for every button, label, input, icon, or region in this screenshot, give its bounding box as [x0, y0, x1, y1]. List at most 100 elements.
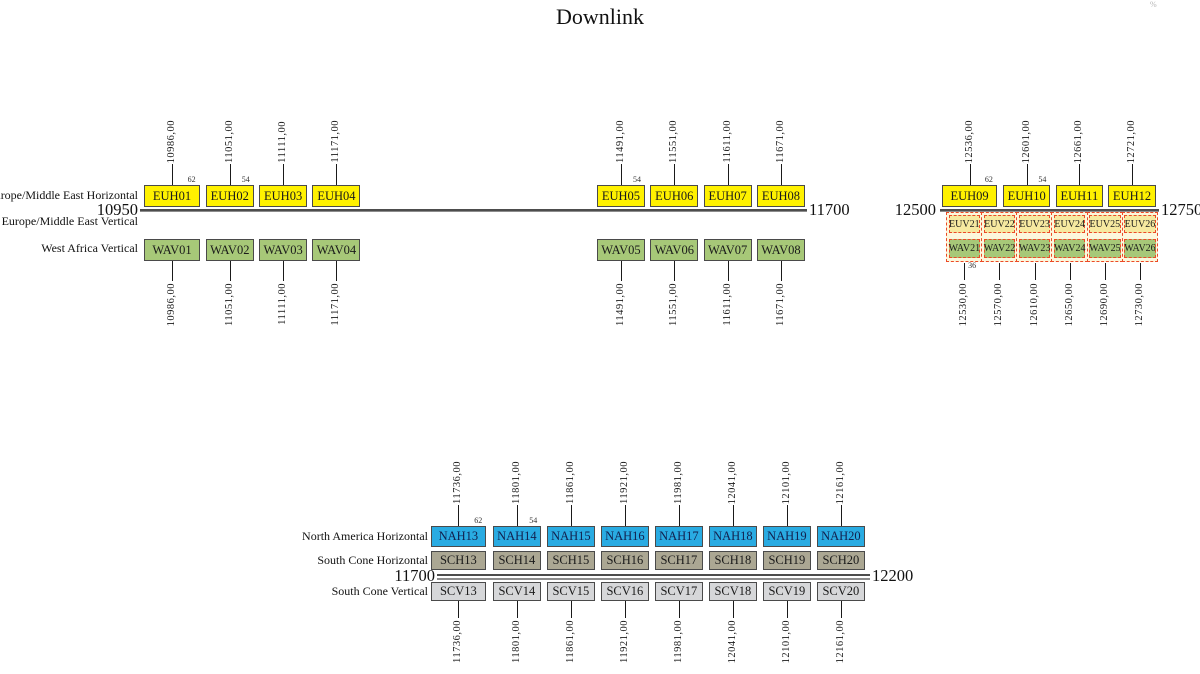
row-label-europe-middle-east-vertical: Europe/Middle East Vertical	[1, 214, 138, 228]
channel-NAH15: NAH15	[546, 526, 596, 547]
axis-line	[437, 578, 870, 580]
freq-label: 11671,00	[774, 120, 786, 163]
freq-tick	[674, 261, 676, 281]
freq-tick	[570, 601, 572, 618]
axis-frequency-label: 11700	[394, 566, 435, 585]
channel-WAV01: WAV01	[144, 239, 200, 261]
freq-tick	[458, 601, 460, 618]
channel-WAV26: WAV26	[1124, 239, 1156, 258]
channel-EUH12: EUH12	[1108, 185, 1156, 207]
channel-SCV18: SCV18	[708, 582, 758, 601]
channel-WAV04: WAV04	[312, 239, 361, 261]
freq-label: 11171,00	[330, 283, 342, 326]
page-title: Downlink	[556, 4, 644, 29]
freq-label: 11491,00	[614, 120, 626, 163]
axis-line	[437, 574, 870, 576]
freq-tick	[1034, 263, 1036, 280]
freq-label: 12730,00	[1133, 283, 1145, 327]
channel-SCH16: SCH16	[600, 551, 650, 570]
freq-tick	[678, 505, 680, 526]
channel-EUH04: EUH04	[312, 185, 361, 207]
axis-line	[940, 209, 1159, 211]
channel-EUH10: EUH10	[1002, 185, 1051, 207]
freq-label: 11551,00	[668, 283, 680, 326]
bandwidth-note-WAV21: 36	[968, 261, 977, 270]
freq-label: 12530,00	[958, 283, 970, 327]
channel-SCH17: SCH17	[654, 551, 704, 570]
channel-EUV24: EUV24	[1053, 215, 1086, 233]
freq-tick	[570, 505, 572, 526]
channel-NAH16: NAH16	[600, 526, 650, 547]
freq-tick	[727, 164, 729, 185]
channel-SCV19: SCV19	[762, 582, 812, 601]
channel-NAH20: NAH20	[816, 526, 866, 547]
freq-label: 12650,00	[1063, 283, 1075, 327]
axis-frequency-label: 10950	[96, 200, 138, 219]
freq-label: 11051,00	[223, 283, 235, 326]
channel-EUV23: EUV23	[1018, 215, 1051, 233]
axis-line	[940, 211, 1159, 212]
channel-SCV20: SCV20	[816, 582, 866, 601]
freq-tick	[283, 261, 285, 281]
freq-tick	[964, 263, 966, 280]
freq-label: 11611,00	[721, 283, 733, 326]
freq-tick	[620, 164, 622, 185]
freq-tick	[1139, 263, 1141, 280]
freq-label: 12721,00	[1126, 119, 1138, 163]
freq-tick	[229, 261, 231, 281]
freq-tick	[840, 505, 842, 526]
channel-EUH08: EUH08	[756, 185, 805, 207]
freq-tick	[620, 261, 622, 281]
row-label-south-cone-horizontal: South Cone Horizontal	[317, 553, 428, 567]
channel-EUV25: EUV25	[1089, 215, 1121, 233]
channel-EUH02: EUH02	[205, 185, 254, 207]
freq-tick	[1079, 164, 1081, 185]
freq-tick	[1132, 164, 1134, 185]
channel-WAV24: WAV24	[1053, 239, 1086, 258]
freq-label: 12041,00	[726, 620, 738, 664]
freq-label: 12536,00	[963, 119, 975, 163]
freq-label: 11171,00	[330, 120, 342, 163]
bandwidth-note-NAH14: 54	[529, 516, 538, 525]
freq-label: 11736,00	[452, 461, 464, 504]
axis-frequency-label: 12500	[894, 200, 936, 219]
freq-tick	[786, 505, 788, 526]
freq-tick	[172, 164, 173, 185]
freq-tick	[229, 164, 231, 185]
channel-NAH17: NAH17	[654, 526, 704, 547]
bandwidth-note-NAH13: 62	[474, 516, 483, 525]
freq-label: 10986,00	[166, 283, 177, 327]
freq-tick	[1104, 263, 1106, 280]
axis-line	[140, 211, 807, 212]
freq-label: 11801,00	[510, 620, 522, 663]
channel-EUH06: EUH06	[650, 185, 699, 207]
freq-label: 11981,00	[672, 461, 684, 504]
channel-SCH18: SCH18	[708, 551, 758, 570]
freq-tick	[516, 505, 518, 526]
channel-SCH13: SCH13	[430, 551, 487, 570]
freq-label: 11051,00	[223, 120, 235, 163]
channel-SCV14: SCV14	[492, 582, 542, 601]
freq-label: 12610,00	[1028, 283, 1040, 327]
row-label-north-america-horizontal: North America Horizontal	[302, 529, 428, 543]
freq-label: 11861,00	[564, 620, 576, 663]
freq-label: 12661,00	[1073, 119, 1085, 163]
freq-tick	[786, 601, 788, 618]
freq-label: 11671,00	[774, 283, 786, 326]
freq-tick	[678, 601, 680, 618]
channel-SCV17: SCV17	[654, 582, 704, 601]
row-label-europe-middle-east-horizontal: Europe/Middle East Horizontal	[0, 188, 138, 202]
channel-SCH14: SCH14	[492, 551, 542, 570]
freq-label: 12601,00	[1020, 119, 1032, 163]
axis-frequency-label: 11700	[809, 200, 850, 219]
axis-frequency-label: 12750	[1161, 200, 1200, 219]
channel-EUH09: EUH09	[942, 185, 997, 207]
freq-tick	[999, 263, 1001, 280]
freq-label: 11111,00	[277, 283, 289, 325]
freq-label: 11921,00	[618, 620, 630, 663]
bandwidth-note-EUH02: 54	[241, 175, 250, 184]
freq-label: 11981,00	[672, 620, 684, 663]
channel-WAV22: WAV22	[983, 239, 1016, 258]
freq-tick	[458, 505, 460, 526]
freq-tick	[780, 261, 782, 281]
